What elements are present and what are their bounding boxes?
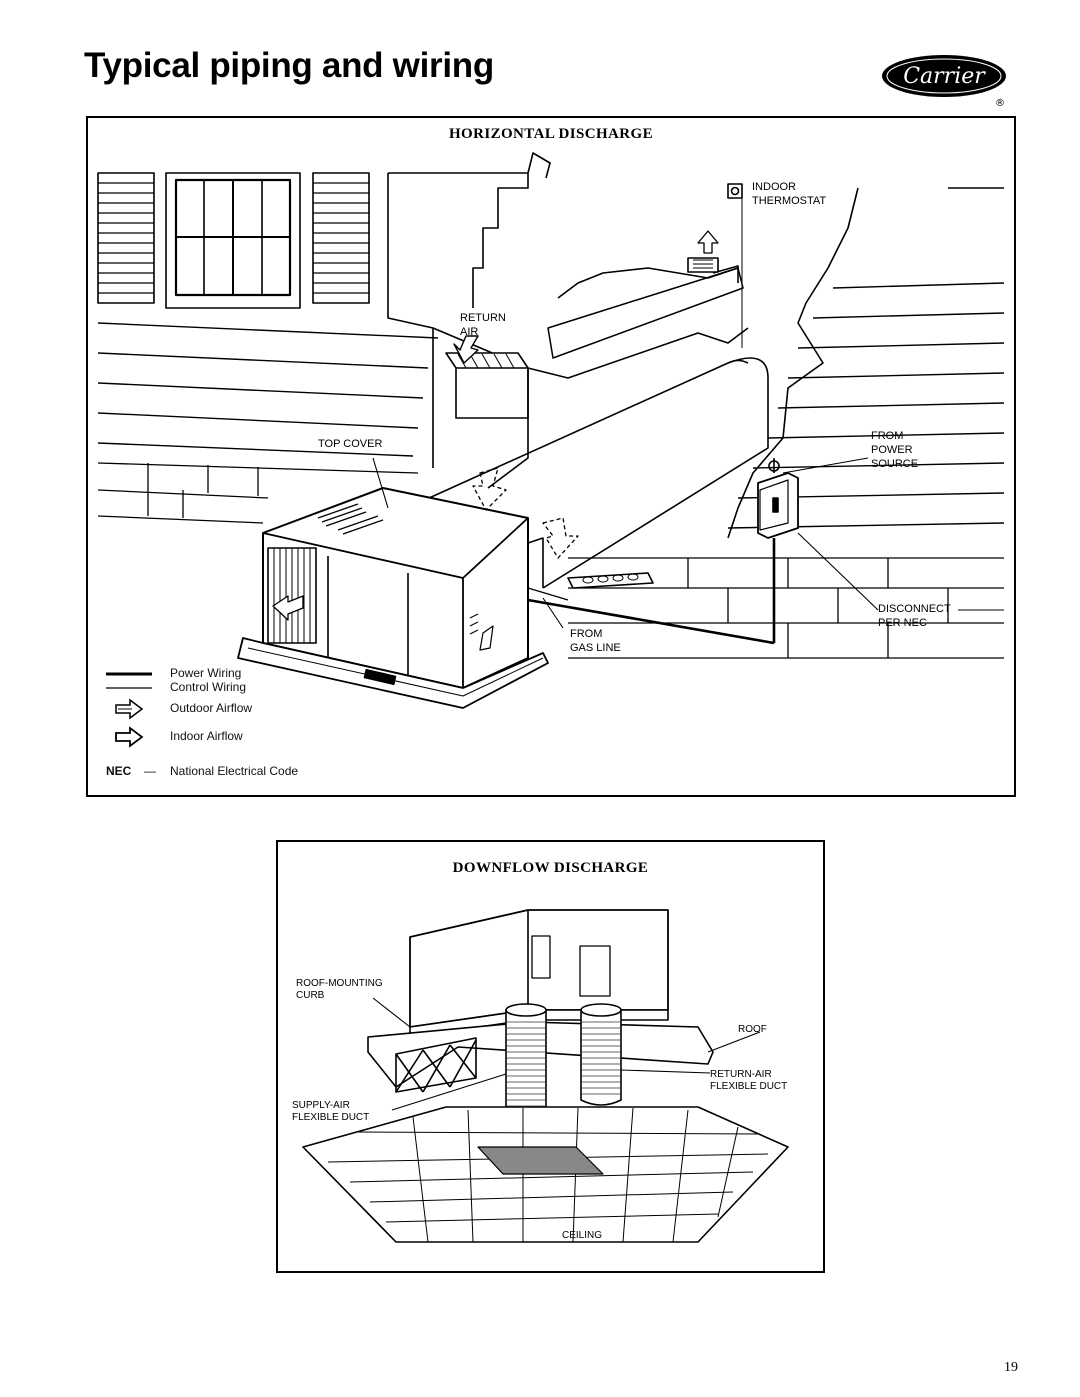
downflow-discharge-title: DOWNFLOW DISCHARGE — [452, 860, 649, 876]
registered-mark: ® — [995, 98, 1005, 108]
page-number: 19 — [1004, 1360, 1018, 1375]
legend: Power Wiring Control Wiring Outdoor Airf… — [106, 666, 366, 781]
downflow-discharge-panel: DOWNFLOW DISCHARGE — [276, 840, 825, 1273]
power-wiring-line-icon — [106, 672, 152, 676]
legend-nec: NEC — National Electrical Code — [106, 764, 366, 784]
horizontal-discharge-title: HORIZONTAL DISCHARGE — [448, 126, 653, 142]
legend-control-wiring: Control Wiring — [106, 680, 366, 700]
from-power-source-label-1: FROM — [871, 430, 904, 442]
legend-control-wiring-text: Control Wiring — [170, 680, 247, 694]
return-air-duct-label-1: RETURN-AIR — [710, 1069, 772, 1080]
horizontal-discharge-panel: HORIZONTAL DISCHARGE — [86, 116, 1016, 797]
legend-indoor-airflow-text: Indoor Airflow — [170, 729, 243, 743]
from-power-source-label-3: SOURCE — [871, 458, 919, 470]
legend-indoor-airflow: Indoor Airflow — [106, 726, 366, 749]
ceiling-label: CEILING — [562, 1230, 603, 1241]
page-title: Typical piping and wiring — [84, 46, 494, 85]
roof-mounting-curb-label-2: CURB — [296, 990, 325, 1001]
roof-mounting-curb-label-1: ROOF-MOUNTING — [296, 978, 383, 989]
supply-air-duct-label-2: FLEXIBLE DUCT — [292, 1112, 370, 1123]
disconnect-label-1: DISCONNECT — [878, 603, 951, 615]
legend-nec-full: National Electrical Code — [170, 764, 299, 778]
indoor-thermostat-label-1: INDOOR — [752, 181, 796, 193]
return-air-label-1: RETURN — [460, 312, 506, 324]
legend-power-wiring: Power Wiring — [106, 666, 366, 686]
indoor-thermostat-label-2: THERMOSTAT — [752, 195, 827, 207]
legend-outdoor-airflow: Outdoor Airflow — [106, 698, 366, 721]
top-cover-label: TOP COVER — [318, 438, 383, 450]
control-wiring-line-icon — [106, 687, 152, 689]
carrier-logo: Carrier ® — [882, 55, 1006, 108]
horizontal-discharge-illustration — [97, 152, 1005, 709]
roof-label: ROOF — [738, 1024, 767, 1035]
legend-power-wiring-text: Power Wiring — [170, 666, 242, 680]
from-gas-line-label-2: GAS LINE — [570, 642, 621, 654]
legend-nec-dash: — — [144, 764, 156, 778]
disconnect-label-2: PER NEC — [878, 617, 927, 629]
logo-text: Carrier — [903, 64, 986, 89]
from-power-source-label-2: POWER — [871, 444, 913, 456]
legend-nec-abbr: NEC — [106, 764, 132, 778]
indoor-airflow-arrow-icon — [115, 726, 144, 748]
return-air-label-2: AIR — [460, 326, 479, 338]
supply-air-duct-label-1: SUPPLY-AIR — [292, 1100, 350, 1111]
from-gas-line-label-1: FROM — [570, 628, 603, 640]
outdoor-airflow-arrow-icon — [115, 698, 144, 720]
legend-outdoor-airflow-text: Outdoor Airflow — [170, 701, 253, 715]
return-air-duct-label-2: FLEXIBLE DUCT — [710, 1081, 788, 1092]
downflow-discharge-illustration — [302, 909, 789, 1243]
